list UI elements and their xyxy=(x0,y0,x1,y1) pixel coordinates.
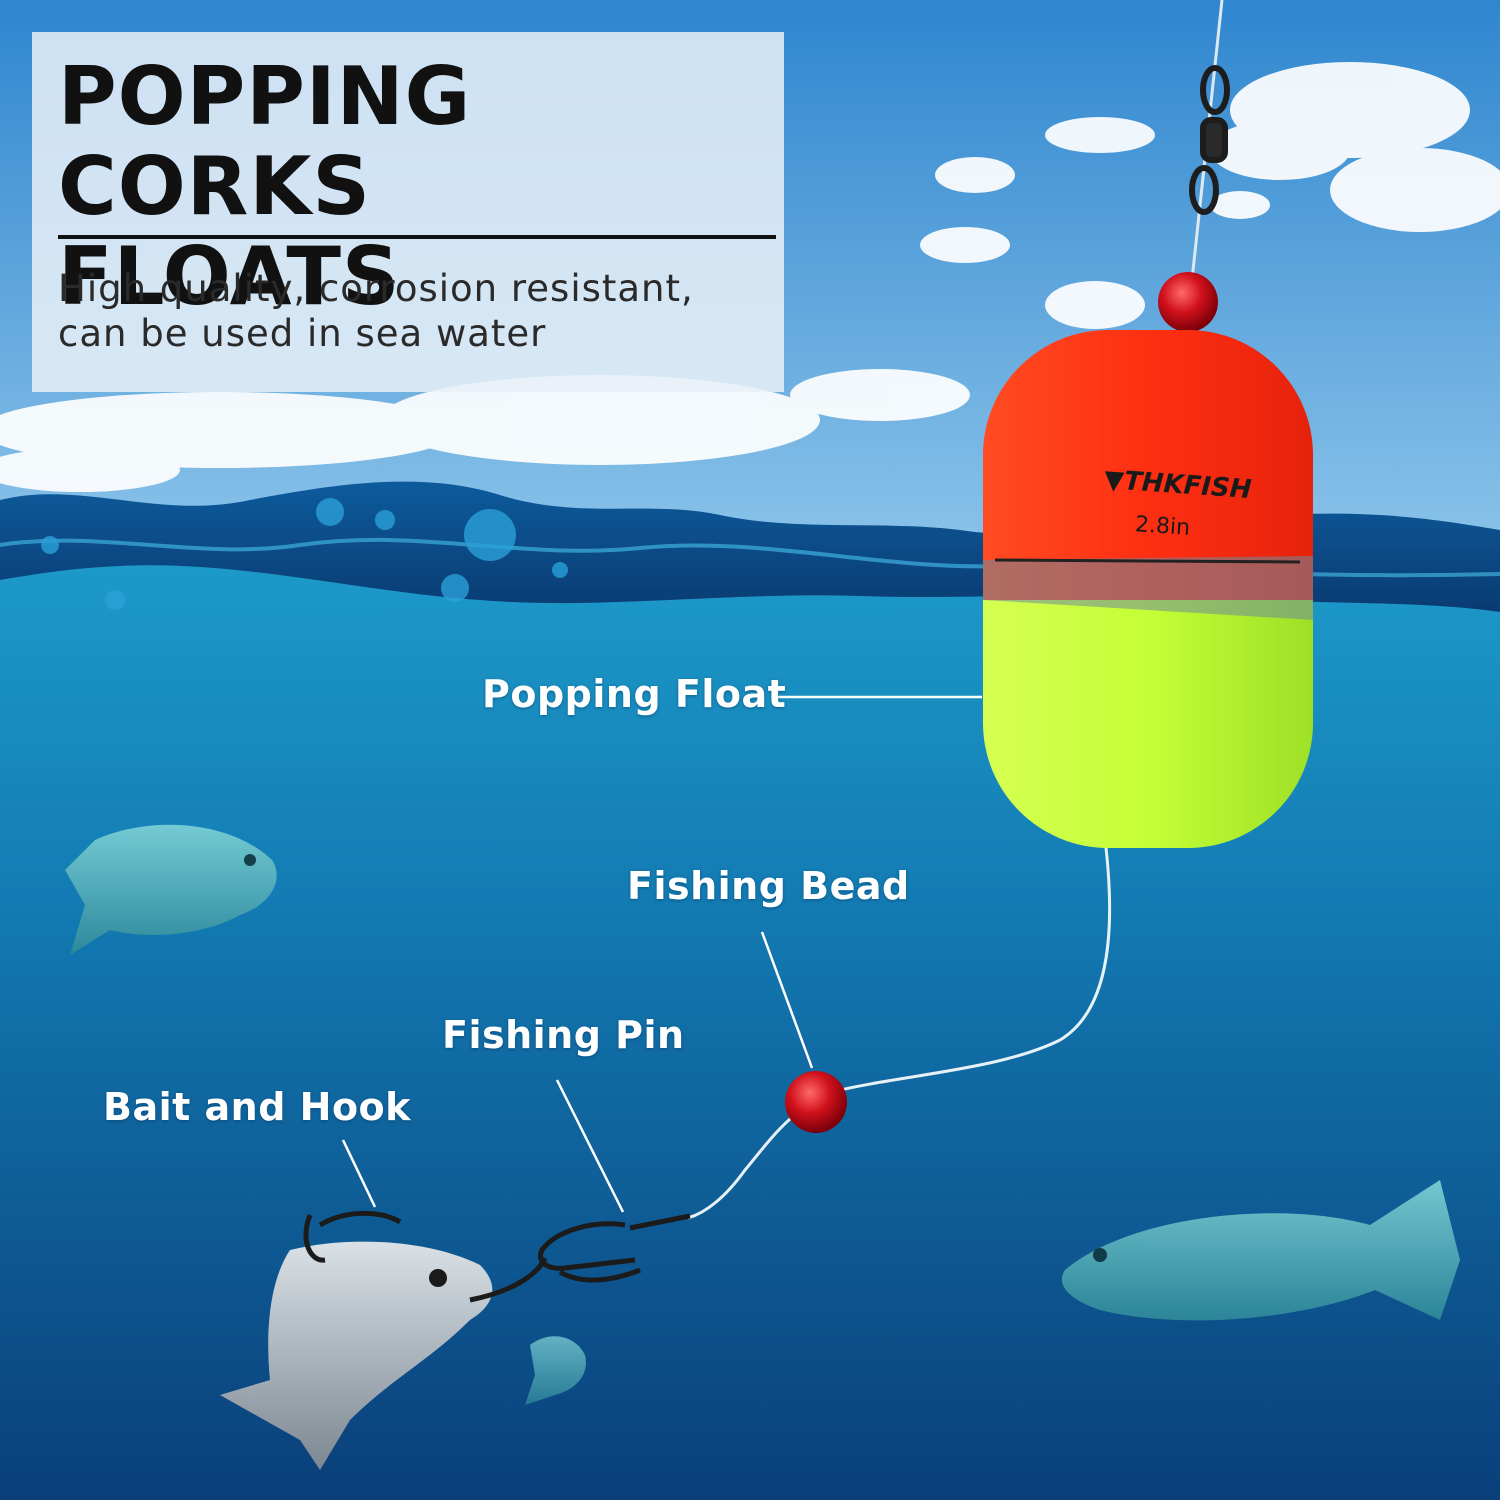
snap-pin-shape xyxy=(538,1213,691,1283)
leader-line xyxy=(687,847,1112,1220)
callout-bait-and-hook: Bait and Hook xyxy=(103,1085,411,1129)
grouper-fish-right xyxy=(1061,1180,1460,1321)
subtitle-line-1: High quality, corrosion resistant, xyxy=(58,267,694,310)
callout-lines xyxy=(341,695,982,1213)
title-line-1: POPPING CORKS xyxy=(58,50,472,233)
headline-panel xyxy=(32,32,784,392)
title-line-2: FLOATS xyxy=(58,230,401,323)
brand-triangle-icon: ▼ xyxy=(1103,464,1126,497)
bait-fish-shape xyxy=(220,1210,548,1470)
float-size-mark: 2.8in xyxy=(1134,512,1191,541)
title-divider xyxy=(58,235,776,239)
top-bead xyxy=(1158,272,1218,332)
callout-fishing-bead: Fishing Bead xyxy=(627,864,910,908)
callout-popping-float: Popping Float xyxy=(482,672,787,716)
fishing-bead-shape xyxy=(785,1071,847,1133)
subtitle: High quality, corrosion resistant, can b… xyxy=(58,266,758,356)
small-fish xyxy=(525,1336,586,1405)
subtitle-line-2: can be used in sea water xyxy=(58,312,547,355)
callout-fishing-pin: Fishing Pin xyxy=(442,1013,685,1057)
popping-float-shape xyxy=(983,330,1313,848)
clouds xyxy=(0,62,1500,492)
grouper-fish-left xyxy=(65,824,277,955)
page-title: POPPING CORKS FLOATS xyxy=(58,52,778,322)
swivel xyxy=(1189,65,1230,215)
